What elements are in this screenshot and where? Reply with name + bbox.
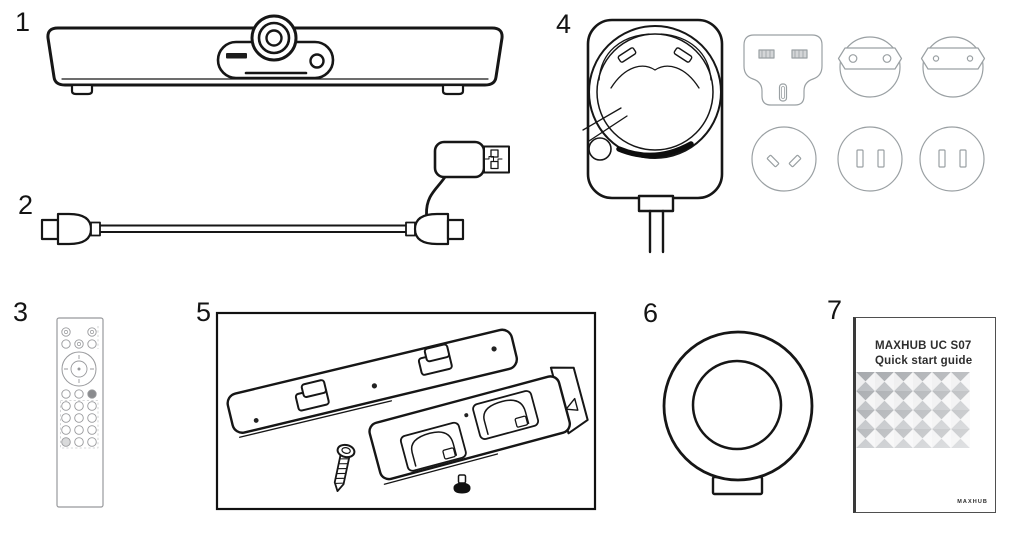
item-number-1: 1 [15, 7, 31, 37]
item-number-6: 6 [643, 298, 659, 328]
cover-triangle-pattern [856, 372, 970, 448]
cable-strain-relief [637, 194, 675, 213]
item-number-3: 3 [13, 297, 29, 327]
uk-plug [743, 34, 823, 106]
bracket-plate-lower [368, 366, 589, 485]
brand-logo: MAXHUB [957, 499, 988, 505]
guide-title: MAXHUB UC S07 Quick start guide [875, 339, 972, 369]
sensor-dot [309, 53, 325, 69]
usb-cable-illustration [40, 140, 510, 246]
mounting-ring-illustration [662, 330, 814, 496]
item-number-4: 4 [556, 9, 572, 39]
guide-title-line1: MAXHUB UC S07 [875, 340, 972, 352]
item-number-2: 2 [18, 190, 34, 220]
dpad [61, 351, 97, 387]
us-plug-2 [919, 126, 985, 192]
item-number-5: 5 [196, 297, 212, 327]
camera-lens [250, 14, 298, 62]
item-number-7: 7 [827, 295, 843, 325]
remote-control-illustration [56, 317, 104, 508]
mounting-screw [333, 443, 356, 493]
usb-c-connector-right [405, 212, 465, 246]
number-pad [61, 401, 97, 447]
thumb-screw [453, 474, 471, 494]
quick-start-guide-cover: MAXHUB UC S07 Quick start guide MA [853, 317, 996, 513]
power-adapter-illustration [582, 18, 724, 254]
adapter-tether [425, 175, 447, 216]
brand-mark [226, 53, 247, 59]
eu-plug-2 [920, 36, 986, 98]
eu-plug-1 [837, 36, 903, 98]
video-bar-illustration [46, 14, 504, 96]
usb-c-connector-left [40, 212, 101, 246]
bracket-plate-upper [226, 328, 519, 438]
us-plug-1 [837, 126, 903, 192]
release-button [588, 137, 612, 161]
guide-title-line2: Quick start guide [875, 355, 973, 367]
usb-a-adapter [433, 140, 510, 179]
au-plug [751, 126, 817, 192]
mount-bracket-kit-illustration [215, 311, 597, 511]
plug-adapters-illustration [743, 34, 986, 192]
